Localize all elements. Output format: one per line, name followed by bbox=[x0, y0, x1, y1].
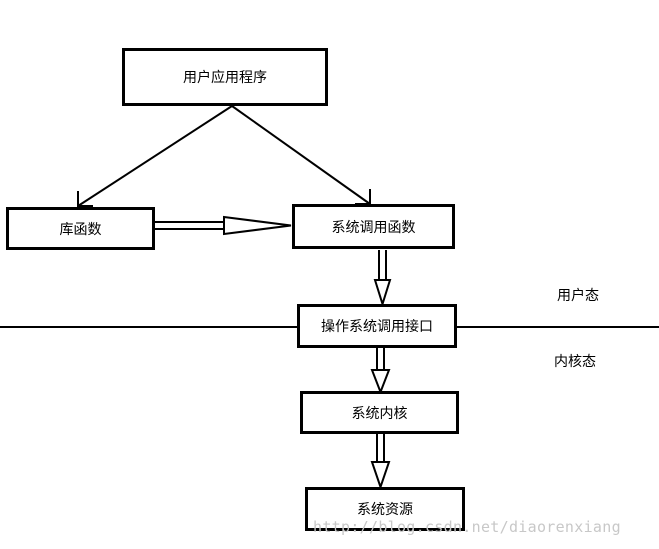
node-system-resources-label: 系统资源 bbox=[357, 502, 413, 518]
watermark-text: http://blog.csdn.net/diaorenxiang bbox=[313, 518, 621, 536]
node-os-syscall-interface: 操作系统调用接口 bbox=[297, 304, 457, 348]
region-user-mode-label: 用户态 bbox=[557, 288, 599, 304]
node-user-app: 用户应用程序 bbox=[122, 48, 328, 106]
node-library-functions: 库函数 bbox=[6, 207, 155, 250]
node-user-app-label: 用户应用程序 bbox=[183, 70, 267, 86]
node-syscall-functions: 系统调用函数 bbox=[292, 204, 455, 249]
edge-library-to-syscall bbox=[155, 215, 292, 236]
node-syscall-functions-label: 系统调用函数 bbox=[331, 219, 416, 236]
edge-syscall-to-interface bbox=[373, 250, 392, 308]
node-os-syscall-interface-label: 操作系统调用接口 bbox=[321, 319, 433, 335]
edge-user-app-to-syscall bbox=[231, 105, 371, 205]
region-kernel-mode-label: 内核态 bbox=[554, 354, 596, 370]
node-system-resources: 系统资源 bbox=[305, 487, 465, 531]
node-system-kernel: 系统内核 bbox=[300, 391, 459, 434]
node-system-kernel-label: 系统内核 bbox=[351, 405, 408, 422]
node-library-functions-label: 库函数 bbox=[59, 221, 102, 238]
edge-user-app-to-library bbox=[77, 105, 233, 207]
edge-interface-to-kernel bbox=[370, 348, 391, 395]
edge-kernel-to-resources bbox=[370, 434, 391, 491]
